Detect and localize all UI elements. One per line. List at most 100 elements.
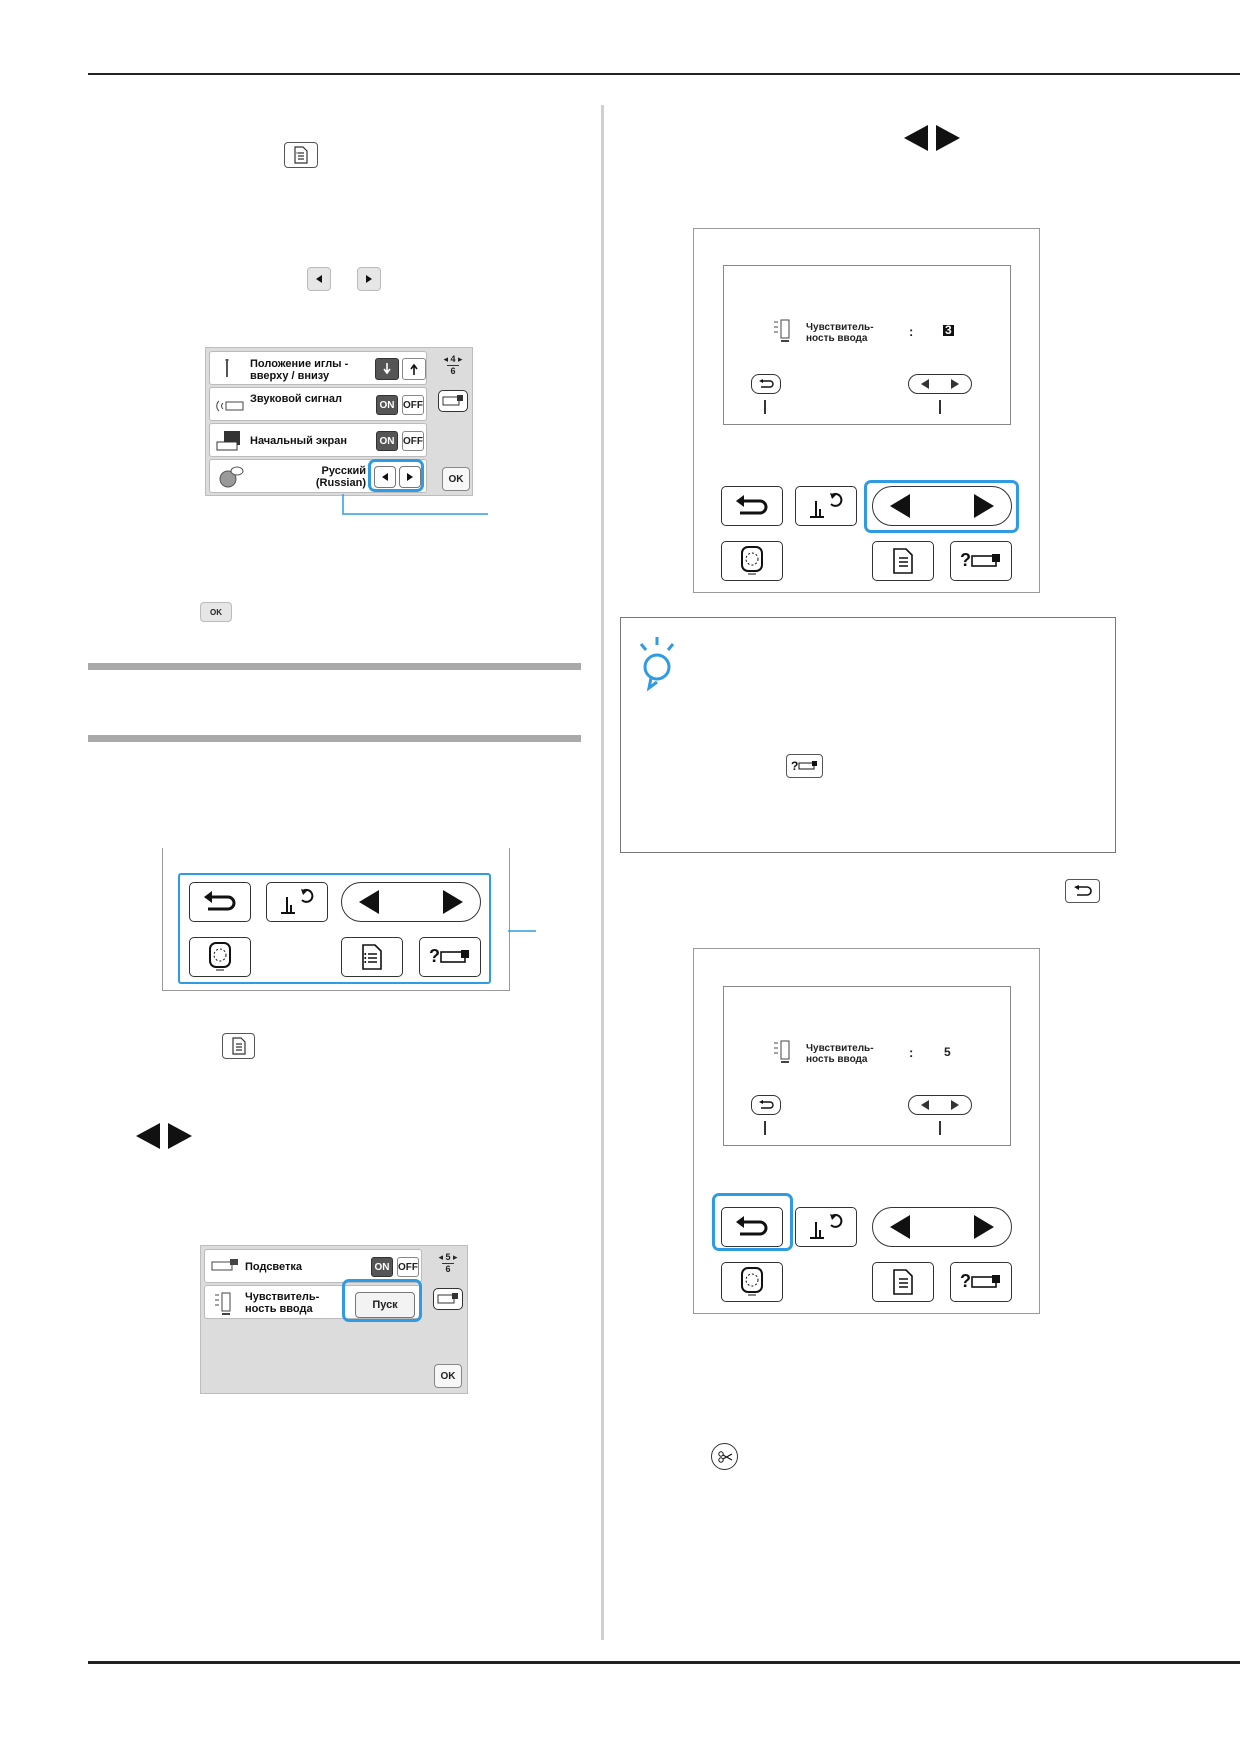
start-button-highlight xyxy=(342,1279,422,1322)
page-prev-icon[interactable]: ◂ xyxy=(443,354,448,364)
right-arrow-icon xyxy=(974,494,994,518)
settings-button[interactable] xyxy=(872,1262,934,1302)
page-next-icon[interactable]: ▸ xyxy=(458,354,463,364)
left-right-button[interactable] xyxy=(872,1207,1012,1247)
needle-icon xyxy=(225,359,229,377)
embroidery-button[interactable] xyxy=(189,937,251,977)
lcd-colon: : xyxy=(909,324,914,339)
lcd-back-indicator xyxy=(751,374,781,394)
ok-button[interactable]: OK xyxy=(434,1364,462,1388)
sensitivity-icon xyxy=(774,319,790,342)
right-arrow-icon[interactable] xyxy=(357,267,381,291)
settings-button[interactable] xyxy=(341,937,403,977)
start-button[interactable]: Пуск xyxy=(355,1292,415,1318)
section-bar-top xyxy=(88,663,581,670)
embroidery-button[interactable] xyxy=(721,1262,783,1302)
lcd-back-indicator xyxy=(751,1095,781,1115)
settings-icon xyxy=(893,548,913,574)
embroidery-icon xyxy=(741,546,763,575)
page-total: 6 xyxy=(445,1264,451,1274)
left-arrow-icon xyxy=(890,1215,910,1239)
back-icon xyxy=(759,1100,774,1109)
buzzer-on-button[interactable]: ON xyxy=(376,395,398,415)
lcd-label: Чувствитель- ность ввода xyxy=(806,322,874,344)
section-bar-bottom xyxy=(88,735,581,742)
thread-cutter-icon[interactable] xyxy=(711,1443,738,1470)
buzzer-icon xyxy=(216,400,244,412)
back-icon xyxy=(204,891,236,911)
help-button[interactable]: ? xyxy=(950,1262,1012,1302)
back-icon[interactable] xyxy=(1065,879,1100,903)
back-icon xyxy=(736,1216,768,1236)
lcd-arrows-indicator xyxy=(908,374,972,394)
machine-settings-tab[interactable] xyxy=(438,390,468,412)
svg-text:?: ? xyxy=(960,550,971,570)
language-row: Русский (Russian) xyxy=(209,459,427,493)
ok-button[interactable]: OK xyxy=(442,467,470,491)
svg-text:?: ? xyxy=(791,759,798,773)
help-icon: ? xyxy=(960,550,1000,570)
buzzer-row: Звуковой сигнал ON OFF xyxy=(209,387,427,421)
page-total: 6 xyxy=(450,366,456,376)
needle-position-row: Положение иглы - вверху / внизу xyxy=(209,351,427,385)
lcd-tick xyxy=(764,400,766,414)
embroidery-icon xyxy=(209,942,231,971)
start-screen-off-button[interactable]: OFF xyxy=(402,431,424,451)
lcd-colon: : xyxy=(909,1045,914,1060)
right-arrow-icon xyxy=(407,473,413,481)
help-icon[interactable]: ? xyxy=(786,754,823,778)
light-off-button[interactable]: OFF xyxy=(397,1257,419,1277)
language-settings-screen: Положение иглы - вверху / внизу ◂ 4 ▸ 6 … xyxy=(205,347,473,496)
left-right-arrows-icon xyxy=(136,1123,192,1149)
presser-foot-button[interactable] xyxy=(266,882,328,922)
language-left-button[interactable] xyxy=(374,466,396,488)
light-row: Подсветка ON OFF xyxy=(204,1249,422,1283)
back-icon xyxy=(736,495,768,515)
left-right-button[interactable] xyxy=(872,486,1012,526)
help-icon: ? xyxy=(429,946,469,966)
lcd-display: Чувствитель- ность ввода : 5 xyxy=(723,986,1011,1146)
left-right-button[interactable] xyxy=(341,882,481,922)
column-divider xyxy=(601,105,604,1640)
lcd-label: Чувствитель- ность ввода xyxy=(806,1043,874,1065)
sewing-machine-icon xyxy=(442,395,463,406)
help-button[interactable]: ? xyxy=(419,937,481,977)
note-lightbulb-icon xyxy=(639,637,675,692)
back-button[interactable] xyxy=(721,486,783,526)
presser-foot-button[interactable] xyxy=(795,486,857,526)
presser-foot-button[interactable] xyxy=(795,1207,857,1247)
needle-up-button[interactable] xyxy=(402,358,426,380)
back-icon xyxy=(759,379,774,388)
back-button[interactable] xyxy=(189,882,251,922)
page-indicator: ◂ 5 ▸ 6 xyxy=(433,1252,463,1274)
left-right-highlight xyxy=(864,480,1019,533)
settings-icon xyxy=(362,944,382,970)
ok-icon[interactable]: OK xyxy=(200,602,232,622)
settings-icon[interactable] xyxy=(222,1033,255,1059)
settings-button[interactable] xyxy=(872,541,934,581)
lcd-tick xyxy=(764,1121,766,1135)
start-screen-on-button[interactable]: ON xyxy=(376,431,398,451)
settings-icon[interactable] xyxy=(284,142,318,168)
machine-settings-tab[interactable] xyxy=(433,1288,463,1310)
settings-icon xyxy=(893,1269,913,1295)
svg-text:?: ? xyxy=(960,1271,971,1291)
language-right-button[interactable] xyxy=(399,466,421,488)
needle-down-button[interactable] xyxy=(375,358,399,380)
help-button[interactable]: ? xyxy=(950,541,1012,581)
right-arrow-icon xyxy=(974,1215,994,1239)
page-prev-icon[interactable]: ◂ xyxy=(438,1252,443,1262)
lcd-arrows-indicator xyxy=(908,1095,972,1115)
embroidery-button[interactable] xyxy=(721,541,783,581)
right-arrow-icon xyxy=(443,890,463,914)
left-arrow-icon[interactable] xyxy=(307,267,331,291)
sewing-machine-icon xyxy=(437,1293,458,1304)
page-next-icon[interactable]: ▸ xyxy=(453,1252,458,1262)
start-screen-label: Начальный экран xyxy=(250,435,347,447)
lcd-value: 5 xyxy=(944,1045,951,1059)
back-button[interactable] xyxy=(721,1207,783,1247)
light-on-button[interactable]: ON xyxy=(371,1257,393,1277)
lcd-value: 3 xyxy=(943,323,954,337)
buzzer-off-button[interactable]: OFF xyxy=(402,395,424,415)
left-arrow-icon xyxy=(921,1100,929,1110)
